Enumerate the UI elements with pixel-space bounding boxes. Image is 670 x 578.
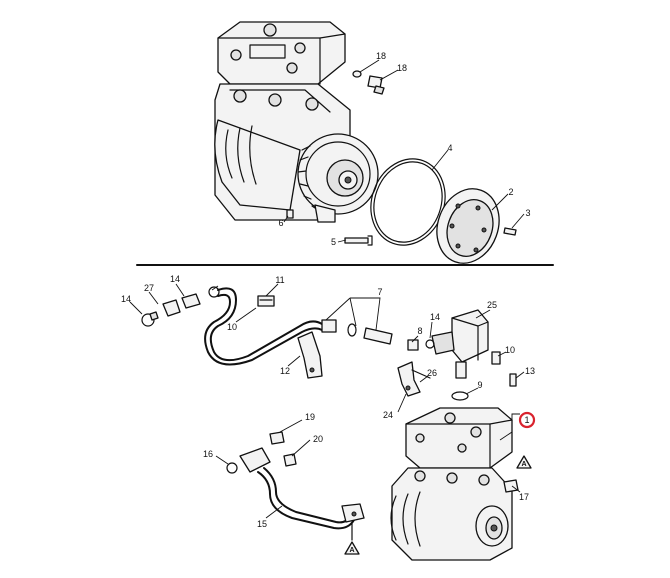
callout-26: 26 (427, 368, 437, 378)
callout-6: 6 (278, 218, 283, 228)
callout-7: 7 (377, 287, 382, 297)
callout-20: 18 (376, 51, 386, 61)
callout-14-top: 14 (170, 274, 180, 284)
callout-8: 8 (417, 326, 422, 336)
callout-11: 11 (275, 275, 284, 285)
callout-1: 1 (524, 415, 529, 425)
callout-18-bottom: 20 (313, 434, 323, 444)
callout-15: 15 (257, 519, 267, 529)
callout-1-highlight-ring[interactable] (518, 411, 536, 429)
callout-4: 4 (447, 143, 452, 153)
callout-19: 18 (397, 63, 407, 73)
callout-9: 9 (477, 380, 482, 390)
leader-lines (129, 59, 525, 519)
bracket-24-26 (397, 361, 431, 397)
callout-16: 16 (203, 449, 213, 459)
callout-10-left: 10 (227, 322, 237, 332)
callout-10-right: 10 (505, 345, 515, 355)
callout-3: 3 (525, 208, 530, 218)
ref-marker-a-line: A (349, 547, 354, 554)
pipe-assembly-middle (141, 286, 419, 379)
callout-14-left: 14 (121, 294, 131, 304)
callout-25: 25 (487, 300, 497, 310)
compressor-top-drawing (214, 21, 379, 223)
cover-plate-2 (436, 188, 500, 264)
compressor-bottom-drawing (390, 407, 532, 561)
discharge-line (226, 431, 365, 555)
callout-24: 24 (383, 410, 393, 420)
callout-13: 13 (525, 366, 535, 376)
fitting-19-20 (352, 70, 385, 95)
callout-17: 17 (519, 492, 529, 502)
callout-27: 27 (144, 283, 154, 293)
callout-14-mid: 14 (430, 312, 440, 322)
ref-marker-a-compressor: A (521, 461, 526, 468)
callout-5: 5 (331, 237, 336, 247)
callout-labels: 18 18 4 2 3 5 6 14 27 14 11 10 7 12 8 14… (121, 51, 536, 554)
callout-2: 2 (508, 187, 513, 197)
solenoid-valve-25 (425, 309, 489, 379)
callout-12: 12 (280, 366, 290, 376)
callout-18-top: 19 (305, 412, 315, 422)
